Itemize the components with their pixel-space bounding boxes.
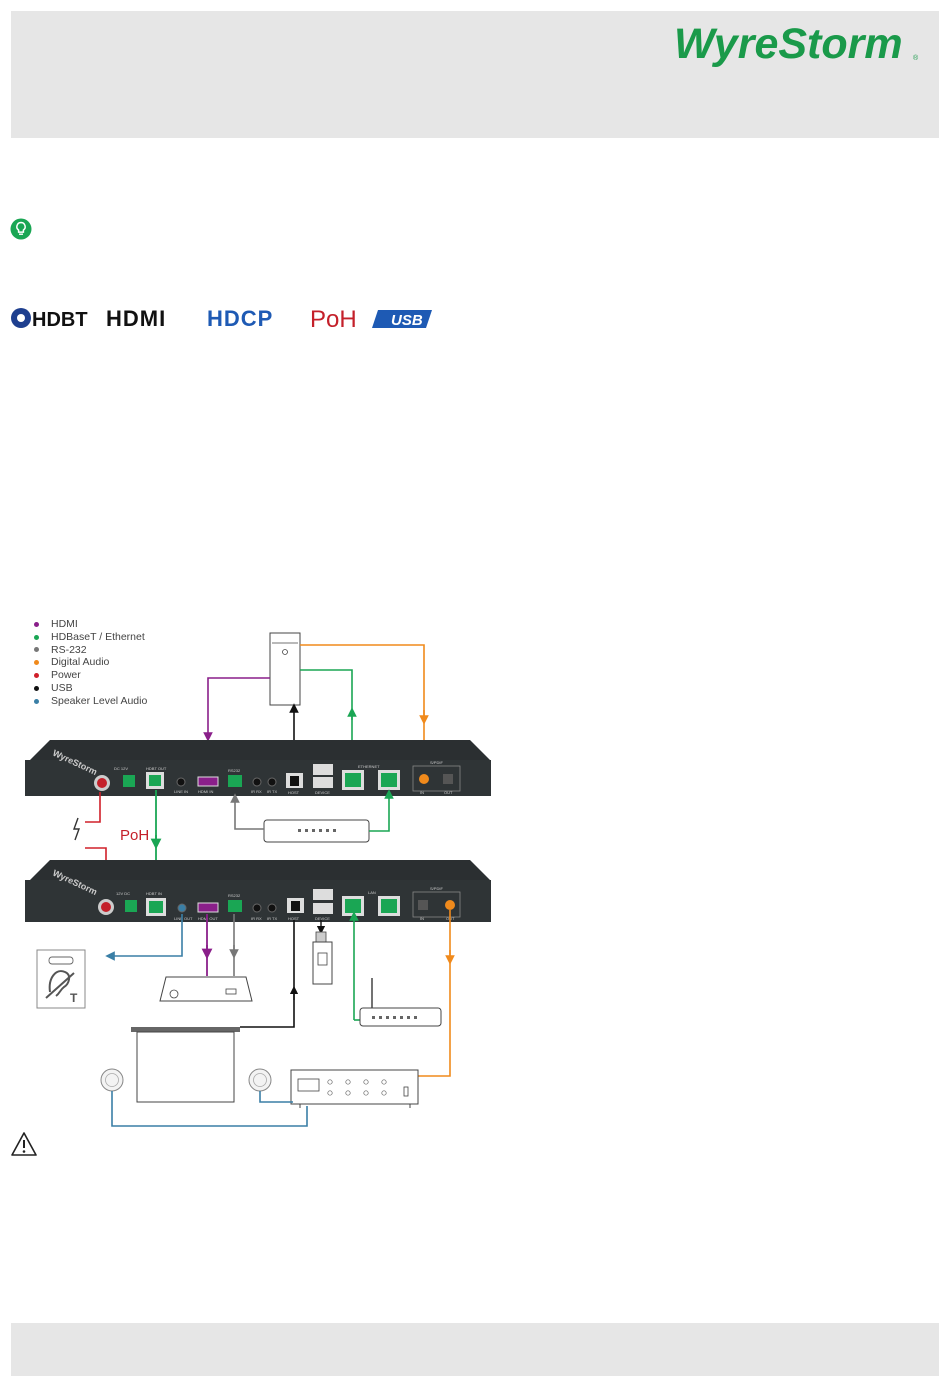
svg-text:ETHERNET: ETHERNET — [358, 764, 380, 769]
svg-text:S/PDIF: S/PDIF — [430, 760, 443, 765]
usb-device — [312, 931, 333, 985]
wireless-router — [359, 978, 442, 1027]
projector — [159, 976, 253, 1002]
svg-text:DEVICE: DEVICE — [315, 916, 330, 921]
signal-legend: HDMI HDBaseT / Ethernet RS-232 Digital A… — [34, 618, 234, 708]
poh-label: PoH — [120, 827, 149, 844]
svg-text:OUT: OUT — [444, 790, 453, 795]
hdmi-cable-source — [203, 677, 270, 742]
svg-text:HDBT: HDBT — [32, 309, 88, 331]
svg-text:PoH: PoH — [310, 306, 357, 333]
usb-cable-display — [240, 920, 295, 1028]
legend-item-power: Power — [34, 669, 234, 682]
header-band — [11, 11, 939, 138]
hdmi-logo: HDMI — [106, 306, 166, 331]
legend-label: Power — [51, 669, 81, 682]
legend-dot — [34, 673, 39, 679]
svg-text:DEVICE: DEVICE — [315, 790, 330, 795]
legend-item-usb: USB — [34, 682, 234, 695]
power-bolt-icon — [73, 817, 80, 841]
hdcp-logo: HDCP — [207, 306, 273, 331]
legend-label: Speaker Level Audio — [51, 694, 148, 707]
svg-text:®: ® — [913, 54, 919, 62]
svg-text:DC 12V: DC 12V — [114, 766, 128, 771]
svg-text:IN: IN — [420, 790, 424, 795]
line-out-cable — [105, 914, 183, 961]
legend-dot — [34, 660, 39, 666]
svg-text:IR RX: IR RX — [251, 789, 262, 794]
ethernet-cable-switch — [369, 789, 394, 832]
connection-diagram: WyreStorm DC 12V HDBT OUT LINE IN HDMI I… — [25, 632, 491, 1127]
legend-dot — [34, 634, 39, 640]
footer-band — [11, 1323, 939, 1376]
legend-dot — [34, 685, 39, 691]
hearing-loop-sign: T — [36, 949, 86, 1009]
legend-item-speaker-audio: Speaker Level Audio — [34, 695, 234, 708]
receiver-unit: WyreStorm 12V DC HDBT IN LINE OUT HDMI O… — [25, 860, 491, 922]
certification-logos: HDBT HDMI HDCP PoH USB — [10, 304, 435, 334]
svg-text:LAN: LAN — [368, 890, 376, 895]
svg-text:HDMI OUT: HDMI OUT — [198, 916, 218, 921]
speaker-left — [100, 1068, 124, 1092]
speaker-right — [248, 1068, 272, 1092]
legend-label: HDMI — [51, 618, 78, 630]
svg-text:LINE IN: LINE IN — [174, 789, 188, 794]
usb-logo: USB — [372, 310, 432, 329]
wyrestorm-logo: WyreStorm ® — [674, 20, 919, 68]
legend-dot — [34, 647, 39, 653]
lightbulb-icon — [10, 218, 32, 240]
svg-text:HDCP: HDCP — [207, 306, 273, 331]
svg-text:IR TX: IR TX — [267, 916, 277, 921]
svg-text:RS232: RS232 — [228, 768, 241, 773]
legend-label: USB — [51, 681, 73, 694]
projection-screen — [131, 1027, 240, 1103]
legend-label: Digital Audio — [51, 656, 110, 669]
spdif-cable-amp — [418, 910, 451, 1077]
power-cable-tx — [85, 792, 101, 823]
ethernet-cable-pc — [300, 669, 353, 758]
legend-label: RS-232 — [51, 643, 87, 656]
warning-icon — [11, 1132, 37, 1156]
svg-text:S/PDIF: S/PDIF — [430, 886, 443, 891]
svg-text:RS232: RS232 — [228, 893, 241, 898]
svg-text:IN: IN — [420, 916, 424, 921]
svg-text:USB: USB — [391, 312, 423, 329]
svg-text:IR RX: IR RX — [251, 916, 262, 921]
speaker-cable-right — [259, 1091, 293, 1103]
brand-name: WyreStorm — [674, 20, 903, 68]
hdbt-logo: HDBT — [11, 308, 88, 331]
source-pc — [269, 632, 301, 706]
svg-text:HOST: HOST — [288, 916, 300, 921]
svg-text:T: T — [70, 991, 78, 1005]
svg-text:HDBT IN: HDBT IN — [146, 891, 162, 896]
audio-amplifier — [290, 1069, 419, 1108]
speaker-cable-left — [111, 1091, 308, 1127]
transmitter-unit: WyreStorm DC 12V HDBT OUT LINE IN HDMI I… — [25, 740, 491, 796]
network-switch — [263, 819, 370, 843]
legend-dot — [34, 698, 39, 704]
svg-text:HDBT OUT: HDBT OUT — [146, 766, 167, 771]
svg-text:IR TX: IR TX — [267, 789, 277, 794]
svg-text:HDMI IN: HDMI IN — [198, 789, 213, 794]
svg-text:12V DC: 12V DC — [116, 891, 130, 896]
rs232-cable — [230, 793, 264, 830]
svg-text:HDMI: HDMI — [106, 306, 166, 331]
legend-dot — [34, 621, 39, 627]
legend-item-rs232: RS-232 — [34, 644, 234, 657]
poh-logo: PoH — [310, 306, 357, 333]
svg-text:HOST: HOST — [288, 790, 300, 795]
legend-label: HDBaseT / Ethernet — [51, 630, 145, 643]
legend-item-hdmi: HDMI — [34, 618, 234, 631]
legend-item-digital-audio: Digital Audio — [34, 656, 234, 669]
svg-text:LINE OUT: LINE OUT — [174, 916, 193, 921]
legend-item-hdbaset: HDBaseT / Ethernet — [34, 631, 234, 644]
